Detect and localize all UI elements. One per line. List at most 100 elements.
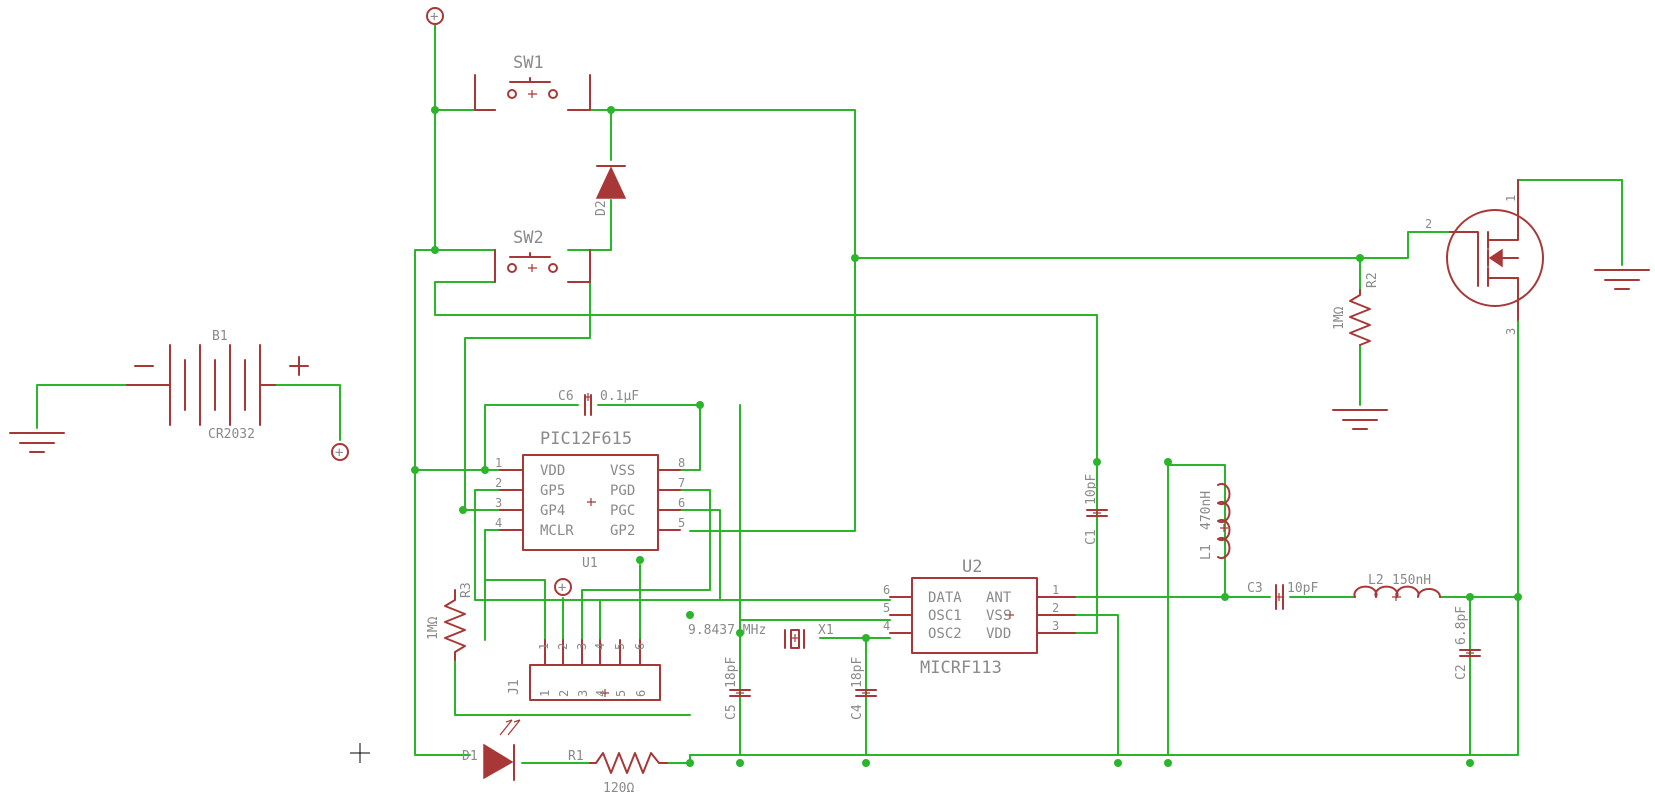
header-pin-top: 1	[537, 643, 551, 650]
header-pin-top: 3	[575, 643, 589, 650]
diode-d2: D2	[594, 165, 627, 216]
mcu-pin-num: 6	[678, 496, 685, 510]
mosfet-q1: 2 1 3	[1425, 179, 1544, 335]
header-body	[529, 664, 661, 701]
junction-dot	[431, 106, 439, 114]
diode-d2-ref: D2	[594, 200, 609, 216]
mcu-pin-name: GP4	[540, 503, 565, 519]
header-pin-top: 2	[556, 643, 570, 650]
junction-dot	[696, 401, 704, 409]
junction-dot	[636, 556, 644, 564]
transmitter-pin-name: VDD	[986, 626, 1011, 642]
switch-sw1-ref: SW1	[513, 53, 544, 73]
capacitor-c4-value: 18pF	[850, 657, 865, 688]
transmitter-pin-num: 5	[883, 601, 890, 615]
capacitor-c3-ref: C3	[1247, 581, 1263, 596]
transmitter-pin-num: 6	[883, 583, 890, 597]
capacitor-c5-ref: C5	[724, 704, 739, 720]
resistor-r1-value: 120Ω	[603, 781, 634, 796]
mcu-pin-num: 3	[495, 496, 502, 510]
battery-ref: B1	[212, 329, 228, 344]
transmitter-pin-num: 1	[1052, 583, 1059, 597]
header-pin-top: 6	[633, 643, 647, 650]
switch-sw2-ref: SW2	[513, 228, 544, 248]
junction-dot	[1466, 759, 1474, 767]
mcu-pin-name: VDD	[540, 463, 565, 479]
mcu-pin-num: 7	[678, 476, 685, 490]
supply-battery-plus: +	[331, 443, 349, 461]
resistor-r2-ref: R2	[1365, 272, 1380, 288]
resistor-r1: R1 120Ω	[568, 749, 668, 796]
mcu-pin-name: VSS	[610, 463, 635, 479]
mcu-pin-name: MCLR	[540, 523, 574, 539]
junction-dot	[1164, 759, 1172, 767]
capacitor-c6-ref: C6	[558, 389, 574, 404]
capacitor-c1-value: 10pF	[1084, 474, 1099, 505]
capacitor-c3: C3 10pF	[1247, 581, 1318, 610]
junction-dot	[736, 759, 744, 767]
junction-dot	[1466, 593, 1474, 601]
ground-battery-icon	[9, 432, 65, 453]
header-pin-inner: 2	[557, 690, 571, 697]
capacitor-c2-ref: C2	[1454, 664, 1469, 680]
mcu-name: PIC12F615	[540, 429, 632, 449]
inductor-l1-value: 470nH	[1199, 491, 1214, 530]
wires	[36, 24, 1623, 764]
junction-dot	[481, 466, 489, 474]
capacitor-c5-value: 18pF	[724, 657, 739, 688]
capacitor-c2: 6.8pF C2	[1454, 606, 1481, 680]
junction-dot	[851, 254, 859, 262]
mcu-pin-num: 2	[495, 476, 502, 490]
battery-value: CR2032	[208, 427, 255, 442]
inductor-l2-value: 150nH	[1392, 573, 1431, 588]
mcu-pin-name: PGC	[610, 503, 635, 519]
crosshair-cursor-icon	[350, 743, 370, 763]
inductor-l2: L2 150nH	[1353, 573, 1441, 601]
capacitor-c6-value: 0.1µF	[600, 389, 639, 404]
wire-sw2-right-loop	[464, 281, 591, 511]
wire-sw2-left-loop	[434, 281, 1098, 634]
transmitter-pin-name: OSC1	[928, 608, 962, 624]
header-j1: J1 1 2 3 4 5 6 1 2 3 4 5 6	[507, 639, 661, 701]
transmitter-pin-name: OSC2	[928, 626, 962, 642]
switch-sw1: SW1	[474, 53, 591, 111]
junction-dot	[1514, 593, 1522, 601]
wire-ant	[1074, 464, 1226, 756]
wire-d2-bottom	[567, 199, 612, 251]
wire-pgd-j1	[581, 489, 711, 641]
wire-r3-bottom	[454, 659, 691, 716]
header-pin-inner: 1	[538, 690, 552, 697]
mcu-pin-name: GP2	[610, 523, 635, 539]
mosfet-body	[1446, 209, 1544, 307]
inductor-l1-ref: L1	[1199, 544, 1214, 560]
mcu-pin-num: 4	[495, 516, 502, 530]
mcu-pin-num: 8	[678, 456, 685, 470]
transmitter-pin-num: 2	[1052, 601, 1059, 615]
wire-c6-left	[484, 404, 579, 471]
mosfet-pin-num: 3	[1504, 328, 1518, 335]
capacitor-c2-value: 6.8pF	[1454, 606, 1469, 645]
transmitter-u2: U2 MICRF113 6 5 4 DATA OSC1 OSC2 1 2 3 A…	[883, 557, 1076, 678]
mcu-pin-name: PGD	[610, 483, 635, 499]
supply-top-label: +	[430, 9, 438, 25]
supply-j1: +	[554, 578, 572, 596]
junction-dot	[862, 634, 870, 642]
led-d1: D1	[462, 719, 521, 781]
header-pin-top: 4	[593, 643, 607, 650]
transmitter-pin-name: ANT	[986, 590, 1012, 606]
junction-dot	[686, 611, 694, 619]
wire-mcl-r3	[484, 529, 521, 641]
resistor-r3-value: 1MΩ	[426, 616, 441, 640]
wire-sw1-out	[567, 109, 856, 532]
wire-mcl-j1	[484, 529, 546, 641]
header-pin-inner: 3	[576, 690, 590, 697]
resistor-r3: R3 1MΩ	[426, 582, 474, 661]
header-pin-inner: 5	[614, 690, 628, 697]
capacitor-c1: 10pF C1	[1084, 474, 1108, 545]
transmitter-pin-num: 4	[883, 619, 890, 633]
junctions	[411, 106, 1522, 767]
switch-sw2: SW2	[494, 228, 591, 283]
transmitter-name: MICRF113	[920, 658, 1002, 678]
header-pin-inner: 6	[634, 690, 648, 697]
